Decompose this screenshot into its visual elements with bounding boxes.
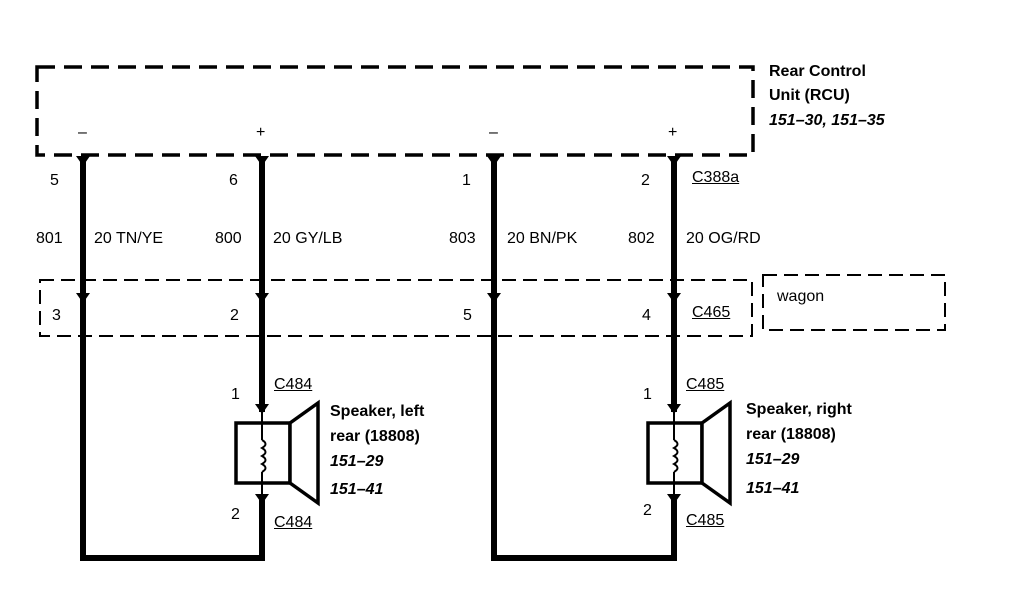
wire-800-color: 20 GY/LB xyxy=(273,230,343,247)
wire-803 xyxy=(491,157,677,561)
c465-pin-2: 2 xyxy=(230,307,239,324)
c465-box xyxy=(39,279,753,337)
pin-arrow xyxy=(667,156,681,166)
speaker-left-ref1: 151–29 xyxy=(330,453,384,470)
c465-pin-4: 4 xyxy=(642,307,651,324)
pin-arrow xyxy=(255,293,269,303)
wagon-label: wagon xyxy=(777,288,825,305)
c465-pin-3: 3 xyxy=(52,307,61,324)
connector-c485-top: C485 xyxy=(686,376,725,393)
connector-c484-top: C484 xyxy=(274,376,313,393)
wire-800-circuit: 800 xyxy=(215,230,242,247)
speaker-right-pin-1: 1 xyxy=(643,386,652,403)
speaker-left-pin-1: 1 xyxy=(231,386,240,403)
wire-803-color: 20 BN/PK xyxy=(507,230,578,247)
rcu-polarity-1: – xyxy=(78,124,87,141)
connector-c484-bottom: C484 xyxy=(274,514,313,531)
rcu-polarity-4: + xyxy=(668,124,678,141)
pin-arrow xyxy=(667,293,681,303)
wire-801 xyxy=(80,157,265,561)
rcu-pin-6: 6 xyxy=(229,172,238,189)
rcu-polarity-3: – xyxy=(489,124,498,141)
rcu-title-line1: Rear Control xyxy=(769,63,866,80)
rcu-box xyxy=(35,65,755,157)
rcu-pin-5: 5 xyxy=(50,172,59,189)
pin-arrow xyxy=(667,404,681,414)
pin-arrow xyxy=(255,494,269,504)
speaker-left-pin-2: 2 xyxy=(231,506,240,523)
speaker-left-name-line1: Speaker, left xyxy=(330,403,425,420)
rcu-title-line2: Unit (RCU) xyxy=(769,87,850,104)
pin-arrow xyxy=(255,404,269,414)
wagon-box xyxy=(762,274,946,331)
rcu-refs: 151–30, 151–35 xyxy=(769,112,885,129)
speaker-right-ref1: 151–29 xyxy=(746,451,800,468)
speaker-right-ref2: 151–41 xyxy=(746,480,800,497)
pin-arrow xyxy=(487,156,501,166)
speaker-right-symbol xyxy=(646,399,732,507)
rcu-pin-2: 2 xyxy=(641,172,650,189)
wire-801-color: 20 TN/YE xyxy=(94,230,164,247)
pin-arrow xyxy=(255,156,269,166)
rcu-polarity-2: + xyxy=(256,124,266,141)
connector-c485-bottom: C485 xyxy=(686,512,725,529)
speaker-right-name-line1: Speaker, right xyxy=(746,401,852,418)
connector-c388a: C388a xyxy=(692,169,740,186)
speaker-left-symbol xyxy=(234,399,320,507)
wire-803-circuit: 803 xyxy=(449,230,476,247)
pin-arrow xyxy=(667,494,681,504)
pin-arrow xyxy=(76,293,90,303)
wire-801-circuit: 801 xyxy=(36,230,63,247)
pin-arrow xyxy=(487,293,501,303)
connector-c465: C465 xyxy=(692,304,731,321)
c465-pin-5: 5 xyxy=(463,307,472,324)
speaker-left-ref2: 151–41 xyxy=(330,481,384,498)
rcu-pin-1: 1 xyxy=(462,172,471,189)
wire-802-color: 20 OG/RD xyxy=(686,230,761,247)
speaker-left-name-line2: rear (18808) xyxy=(330,428,420,445)
speaker-right-name-line2: rear (18808) xyxy=(746,426,836,443)
pin-arrow xyxy=(76,156,90,166)
wire-802-circuit: 802 xyxy=(628,230,655,247)
speaker-right-pin-2: 2 xyxy=(643,502,652,519)
